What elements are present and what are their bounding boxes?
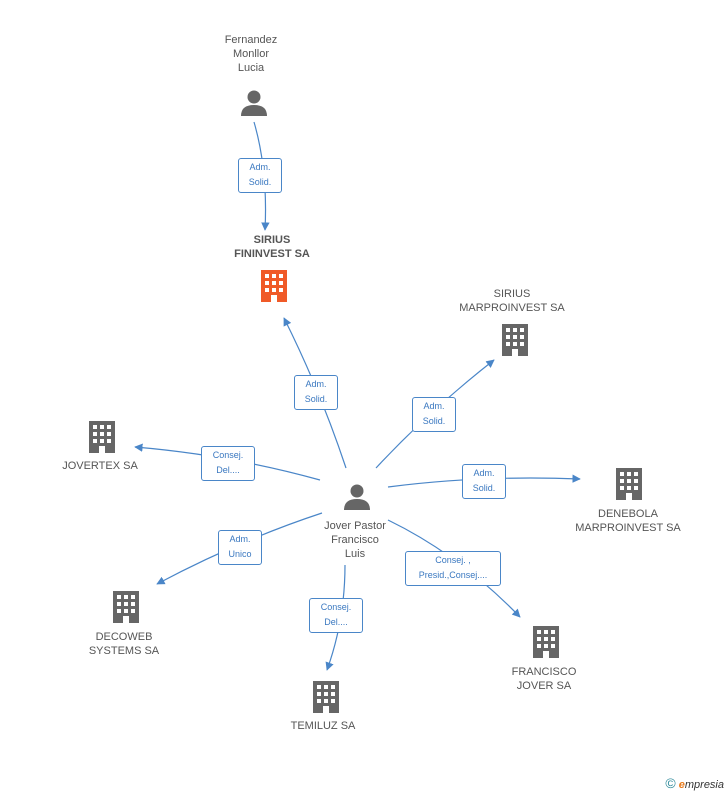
empresia-logo: © empresia bbox=[665, 775, 724, 791]
building-icon[interactable] bbox=[613, 466, 645, 502]
brand-e: e bbox=[678, 779, 685, 791]
node-label-jovertex[interactable]: JOVERTEX SA bbox=[62, 460, 138, 472]
copyright-symbol: © bbox=[665, 775, 676, 791]
building-icon[interactable] bbox=[499, 322, 531, 358]
building-icon[interactable] bbox=[258, 268, 290, 304]
relation-label[interactable]: Adm. Solid. bbox=[412, 397, 456, 432]
building-icon[interactable] bbox=[86, 419, 118, 455]
node-label-sirius-fininvest[interactable]: SIRIUS FININVEST SA bbox=[234, 234, 310, 260]
relation-label[interactable]: Adm. Solid. bbox=[294, 375, 338, 410]
relation-label[interactable]: Adm. Solid. bbox=[238, 158, 282, 193]
relation-label[interactable]: Adm. Unico bbox=[218, 530, 262, 565]
node-label-temiluz[interactable]: TEMILUZ SA bbox=[290, 720, 356, 732]
relation-label[interactable]: Consej. , Presid.,Consej.... bbox=[405, 551, 501, 586]
relation-label[interactable]: Consej. Del.... bbox=[309, 598, 363, 633]
brand-name: mpresia bbox=[684, 779, 724, 791]
building-icon[interactable] bbox=[110, 589, 142, 625]
node-label-denebola[interactable]: DENEBOLA MARPROINVEST SA bbox=[575, 508, 681, 534]
node-label-fernandez[interactable]: Fernandez Monllor Lucia bbox=[224, 34, 278, 74]
person-icon[interactable] bbox=[342, 482, 372, 512]
node-label-francisco-jover[interactable]: FRANCISCO JOVER SA bbox=[511, 666, 577, 692]
node-label-jover-pastor[interactable]: Jover Pastor Francisco Luis bbox=[324, 520, 386, 560]
relation-label[interactable]: Adm. Solid. bbox=[462, 464, 506, 499]
building-icon[interactable] bbox=[530, 624, 562, 660]
building-icon[interactable] bbox=[310, 679, 342, 715]
person-icon[interactable] bbox=[239, 88, 269, 118]
node-label-decoweb[interactable]: DECOWEB SYSTEMS SA bbox=[88, 631, 160, 657]
relation-label[interactable]: Consej. Del.... bbox=[201, 446, 255, 481]
node-label-sirius-marproinvest[interactable]: SIRIUS MARPROINVEST SA bbox=[459, 288, 565, 314]
